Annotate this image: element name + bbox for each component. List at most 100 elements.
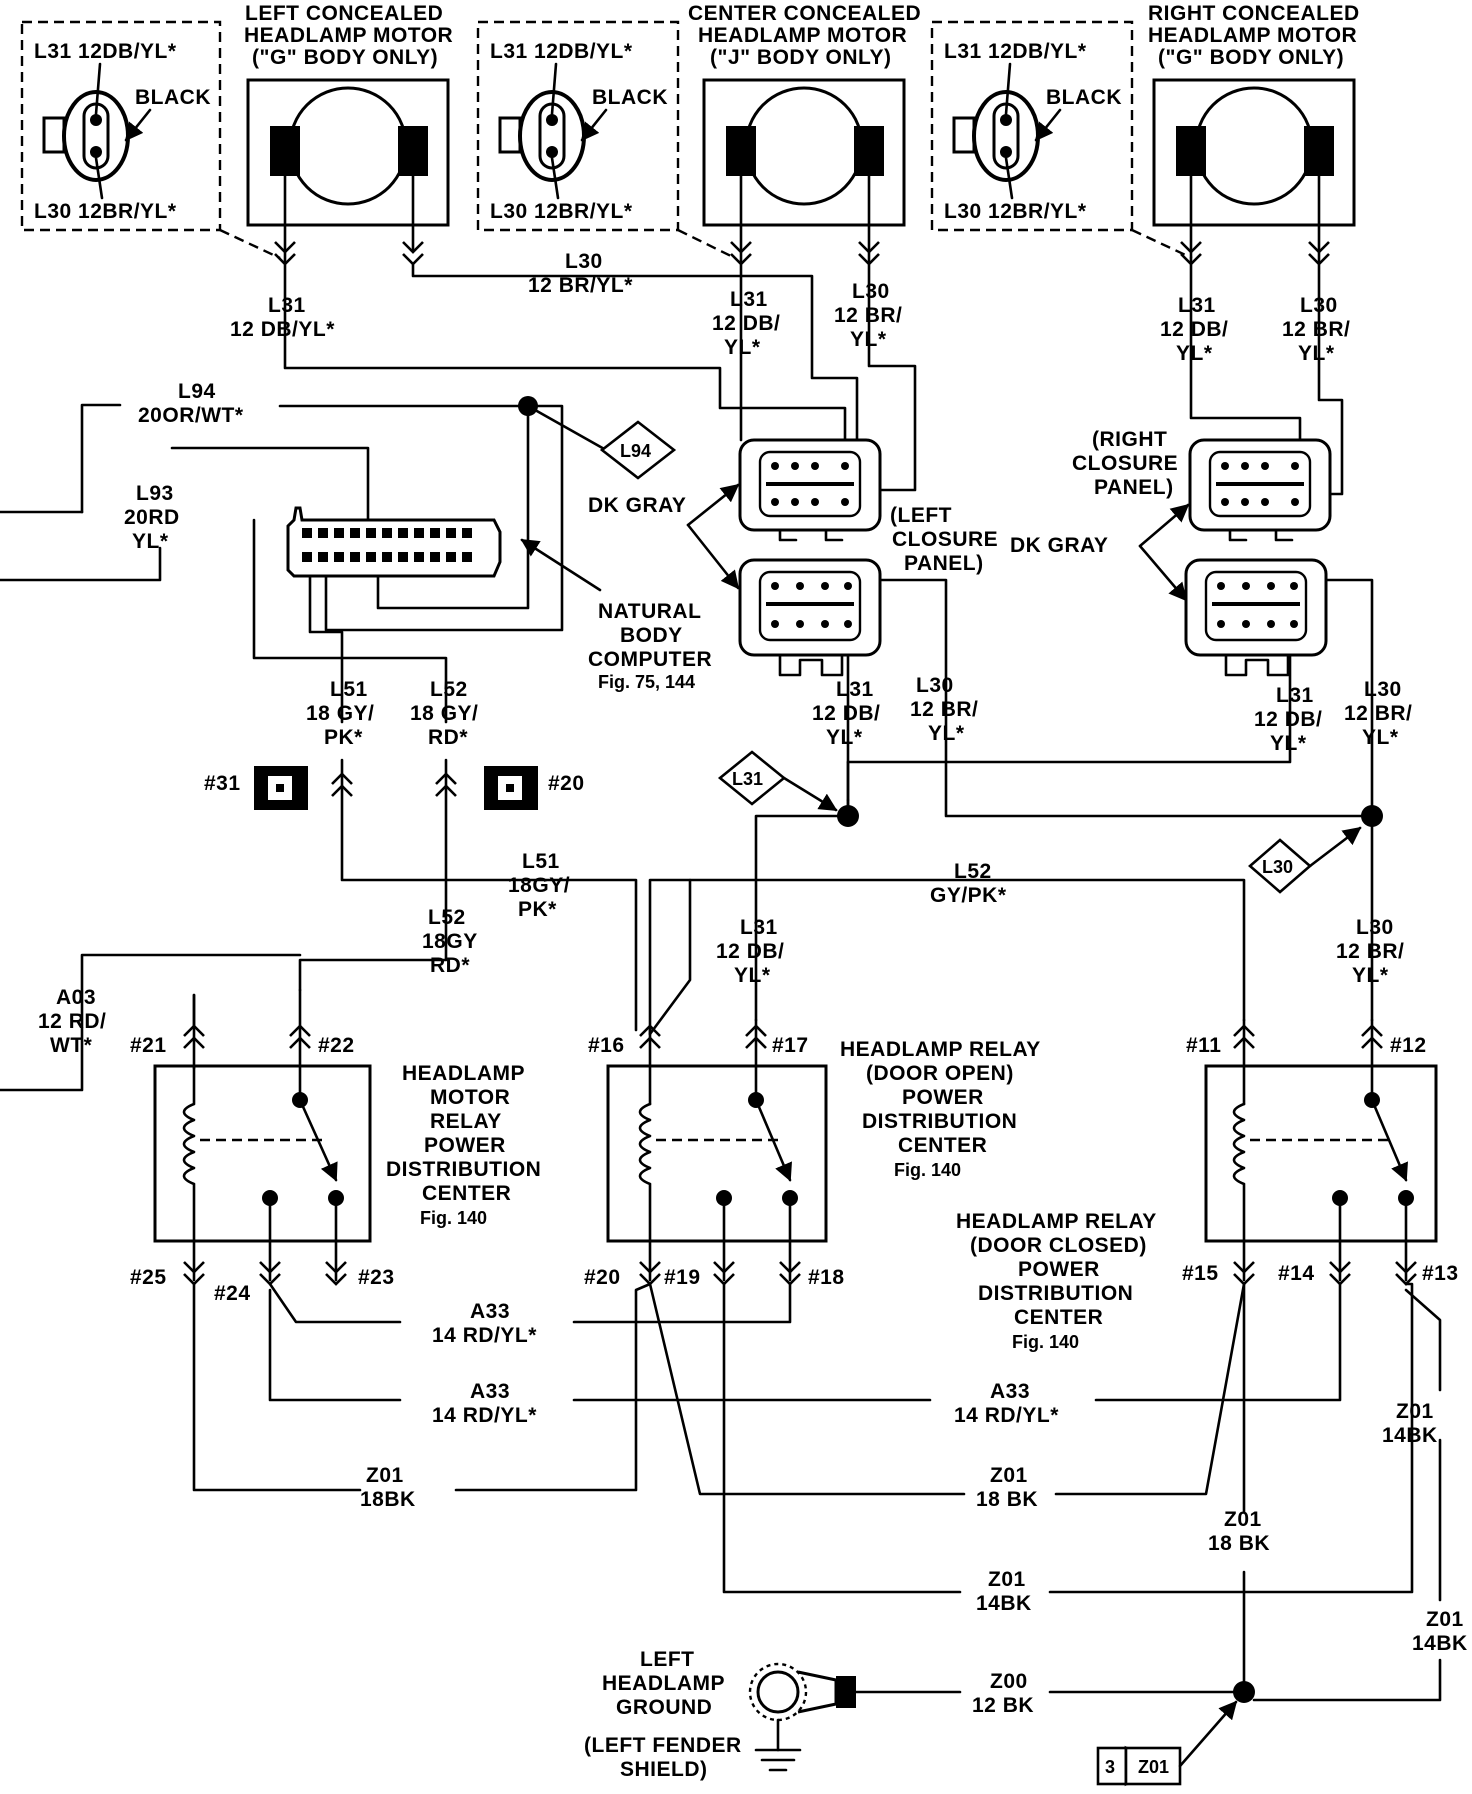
l31-low-b: 12 DB/ bbox=[716, 940, 784, 963]
pin-18: #18 bbox=[808, 1266, 845, 1289]
l30-c-c: YL* bbox=[850, 328, 887, 351]
l52-low-b: 18GY bbox=[422, 930, 478, 953]
l31-rc-b: 12 DB/ bbox=[1254, 708, 1322, 731]
relay-open-a: HEADLAMP RELAY bbox=[840, 1038, 1041, 1061]
a33-3-b: 14 RD/YL* bbox=[954, 1404, 1059, 1427]
motor-relay-f: CENTER bbox=[422, 1182, 511, 1205]
body-computer: L94 20OR/WT* L94 L93 20RD YL* NATURAL BO… bbox=[0, 380, 712, 724]
center-motor-title-1: CENTER CONCEALED bbox=[688, 2, 921, 25]
center-connector-detail: L31 12DB/YL* L30 12BR/YL* BLACK bbox=[476, 20, 680, 232]
l51-c: PK* bbox=[324, 726, 363, 749]
body-computer-d: Fig. 75, 144 bbox=[598, 672, 695, 692]
detail-bottom-label: L30 12BR/YL* bbox=[490, 200, 633, 223]
pin-22: #22 bbox=[318, 1034, 355, 1057]
l31-left-b: 12 DB/YL* bbox=[230, 318, 335, 341]
l30-r-b: 12 BR/ bbox=[1282, 318, 1350, 341]
detail-top-label: L31 12DB/YL* bbox=[944, 40, 1087, 63]
fuse-20: #20 bbox=[484, 766, 585, 810]
right-closure-panel-connectors: DK GRAY (RIGHT CLOSURE PANEL) bbox=[1010, 428, 1332, 677]
detail-top-label: L31 12DB/YL* bbox=[490, 40, 633, 63]
pin-16: #16 bbox=[588, 1034, 625, 1057]
l52-mid-a: L52 bbox=[954, 860, 992, 883]
relay-closed-e: CENTER bbox=[1014, 1306, 1103, 1329]
relay-closed-a: HEADLAMP RELAY bbox=[956, 1210, 1157, 1233]
z01-5-b: 14BK bbox=[1382, 1424, 1438, 1447]
a33-1-b: 14 RD/YL* bbox=[432, 1324, 537, 1347]
l31-c-c: YL* bbox=[724, 336, 761, 359]
left-motor-title-3: ("G" BODY ONLY) bbox=[252, 46, 438, 69]
pin-20: #20 bbox=[584, 1266, 621, 1289]
a03-b: 12 RD/ bbox=[38, 1010, 106, 1033]
l30-rc-a: L30 bbox=[1364, 678, 1402, 701]
l94-a: L94 bbox=[178, 380, 216, 403]
l93-a: L93 bbox=[136, 482, 174, 505]
center-motor-title-2: HEADLAMP MOTOR bbox=[698, 24, 907, 47]
motor-relay-e: DISTRIBUTION bbox=[386, 1158, 541, 1181]
l30-c-a: L30 bbox=[852, 280, 890, 303]
l52-b: 18 GY/ bbox=[410, 702, 478, 725]
a03-c: WT* bbox=[50, 1034, 93, 1057]
l52-a: L52 bbox=[430, 678, 468, 701]
right-closure-a: (RIGHT bbox=[1092, 428, 1167, 451]
ground-b: HEADLAMP bbox=[602, 1672, 725, 1695]
center-headlamp-motor: CENTER CONCEALED HEADLAMP MOTOR ("J" BOD… bbox=[688, 2, 921, 266]
left-closure-panel-connectors: DK GRAY (LEFT CLOSURE PANEL) bbox=[588, 438, 998, 677]
l31-r-a: L31 bbox=[1178, 294, 1216, 317]
l30-rc-c: YL* bbox=[1362, 726, 1399, 749]
z01-1-a: Z01 bbox=[366, 1464, 404, 1487]
z01-3-b: 18 BK bbox=[1208, 1532, 1270, 1555]
pin-14: #14 bbox=[1278, 1262, 1315, 1285]
l30-ref: L30 bbox=[1262, 857, 1293, 877]
left-closure-c: PANEL) bbox=[904, 552, 984, 575]
left-motor-title-1: LEFT CONCEALED bbox=[245, 2, 443, 25]
l30-top-b: 12 BR/YL* bbox=[528, 274, 633, 297]
l30-lc-c: YL* bbox=[928, 722, 965, 745]
z00-a: Z00 bbox=[990, 1670, 1028, 1693]
l30-top-a: L30 bbox=[565, 250, 603, 273]
body-computer-a: NATURAL bbox=[598, 600, 701, 623]
motor-relay-b: MOTOR bbox=[430, 1086, 510, 1109]
right-motor-title-3: ("G" BODY ONLY) bbox=[1158, 46, 1344, 69]
left-connector-detail: L31 12DB/YL* L30 12BR/YL* BLACK bbox=[20, 20, 222, 232]
z00-b: 12 BK bbox=[972, 1694, 1034, 1717]
body-computer-pins bbox=[302, 528, 472, 562]
l30-r-c: YL* bbox=[1298, 342, 1335, 365]
body-computer-c: COMPUTER bbox=[588, 648, 712, 671]
l31-rc-a: L31 bbox=[1276, 684, 1314, 707]
left-closure-a: (LEFT bbox=[890, 504, 952, 527]
l31-c-a: L31 bbox=[730, 288, 768, 311]
detail-color-label: BLACK bbox=[135, 86, 211, 109]
l31-low-a: L31 bbox=[740, 916, 778, 939]
fuse-31-label: #31 bbox=[204, 772, 241, 795]
l31-lc-a: L31 bbox=[836, 678, 874, 701]
fuse-31: #31 bbox=[204, 766, 308, 810]
dk-gray-left: DK GRAY bbox=[588, 494, 686, 517]
pin-17: #17 bbox=[772, 1034, 809, 1057]
l30-low-c: YL* bbox=[1352, 964, 1389, 987]
body-computer-b: BODY bbox=[620, 624, 683, 647]
pin-12: #12 bbox=[1390, 1034, 1427, 1057]
left-headlamp-ground: LEFT HEADLAMP GROUND (LEFT FENDER SHIELD… bbox=[584, 1648, 1246, 1781]
pin-11: #11 bbox=[1186, 1034, 1221, 1057]
ground-a: LEFT bbox=[640, 1648, 695, 1671]
pin-23: #23 bbox=[358, 1266, 395, 1289]
z01-4-b: 14BK bbox=[976, 1592, 1032, 1615]
pin-15: #15 bbox=[1182, 1262, 1219, 1285]
detail-bottom-label: L30 12BR/YL* bbox=[944, 200, 1087, 223]
fuse-20-label: #20 bbox=[548, 772, 585, 795]
z01-5-a: Z01 bbox=[1396, 1400, 1434, 1423]
l30-low-a: L30 bbox=[1356, 916, 1394, 939]
a33-2-b: 14 RD/YL* bbox=[432, 1404, 537, 1427]
relay-open-f: Fig. 140 bbox=[894, 1160, 961, 1180]
l51-mid-c: PK* bbox=[518, 898, 557, 921]
relay-open-c: POWER bbox=[902, 1086, 984, 1109]
l51-b: 18 GY/ bbox=[306, 702, 374, 725]
detail-top-label: L31 12DB/YL* bbox=[34, 40, 177, 63]
l52-low-c: RD* bbox=[430, 954, 470, 977]
l52-c: RD* bbox=[428, 726, 468, 749]
right-motor-title-2: HEADLAMP MOTOR bbox=[1148, 24, 1357, 47]
motor-relay-d: POWER bbox=[424, 1134, 506, 1157]
center-motor-title-3: ("J" BODY ONLY) bbox=[710, 46, 891, 69]
